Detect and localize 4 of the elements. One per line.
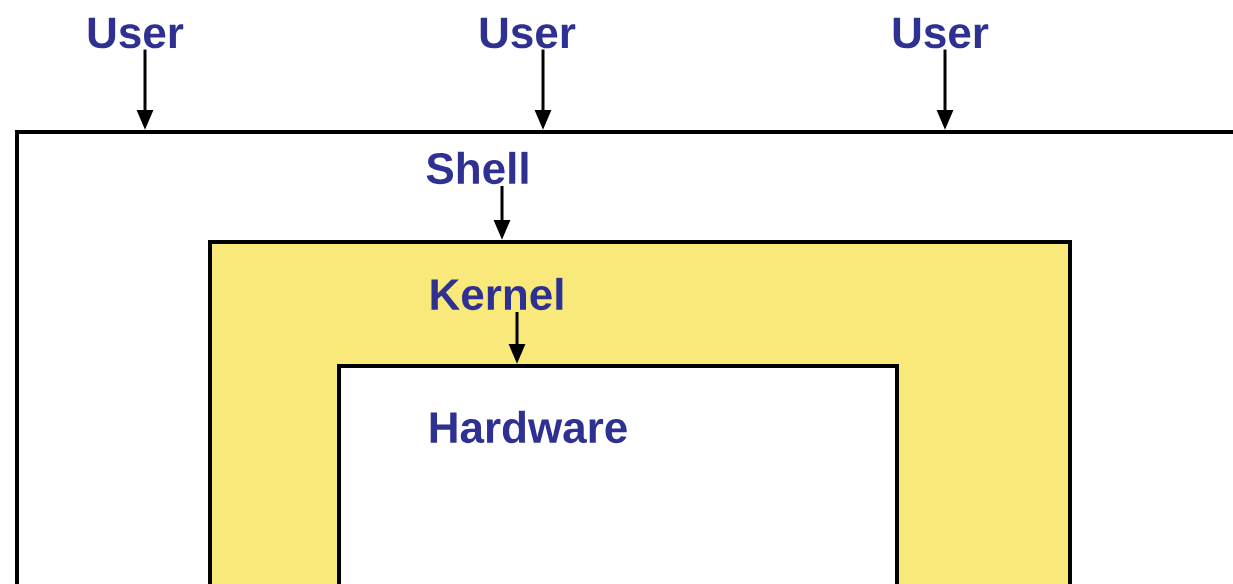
user-label: User [480,17,576,49]
user-label: User [88,17,184,49]
layer-box: Hardware [337,364,899,584]
user-label: User [893,17,989,49]
